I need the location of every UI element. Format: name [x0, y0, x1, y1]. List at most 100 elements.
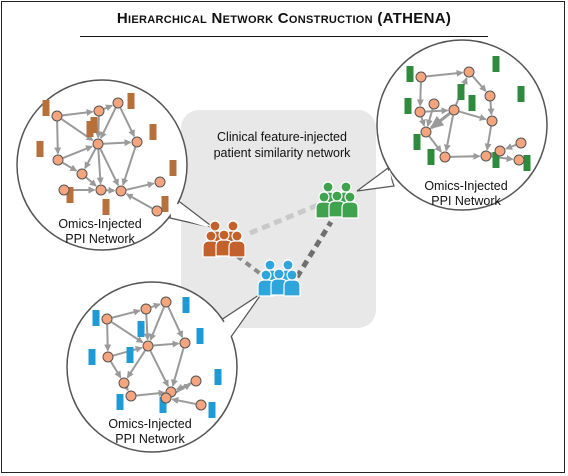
ppi-tr-edge — [425, 107, 449, 115]
ppi-tl-edge — [54, 121, 62, 155]
ppi-tl-edge — [125, 193, 153, 210]
ppi-network-top-left — [36, 93, 177, 217]
ppi-tr-protein-node — [463, 66, 475, 78]
ppi-tl-expression-bar — [149, 124, 157, 140]
ppi-tr-expression-bar — [413, 134, 421, 150]
ppi-bt-protein-node — [190, 375, 202, 387]
ppi-bt-edge — [149, 350, 169, 388]
ppi-tr-protein-node — [415, 71, 427, 83]
figure-title: Hierarchical Network Construction (ATHEN… — [116, 10, 452, 27]
ppi-tl-expression-bar — [161, 196, 169, 212]
ppi-tr-edge — [426, 109, 434, 127]
orange-group-person-icon — [202, 230, 220, 258]
ppi-tr-edge — [419, 116, 426, 127]
ppi-bt-edge — [121, 383, 129, 392]
ppi-tr-expression-bar — [492, 152, 500, 168]
ppi-tl-protein-node — [154, 176, 166, 188]
ppi-tl-edge — [119, 107, 136, 138]
ppi-bt-protein-node — [125, 390, 137, 402]
ppi-tr-edge — [443, 115, 454, 152]
ppi-bt-protein-node — [179, 337, 191, 349]
ppi-bt-edge — [126, 350, 146, 379]
ppi-bt-expression-bar — [208, 402, 216, 418]
ppi-tl-edge — [94, 116, 102, 139]
patient-group-blue-icon — [257, 259, 301, 297]
ppi-top-right-label-line2: PPI Network — [431, 194, 501, 208]
ppi-bt-expression-bar — [137, 321, 145, 337]
ppi-bt-expression-bar — [92, 310, 100, 326]
ppi-bt-protein-node — [118, 377, 130, 389]
blue-group-person-icon — [257, 269, 275, 297]
ppi-bt-edge — [167, 306, 184, 339]
ppi-bt-edge — [110, 361, 122, 379]
ppi-bt-edge — [104, 324, 112, 352]
ppi-network-bottom — [88, 296, 222, 418]
ppi-network-top-right — [404, 56, 531, 171]
ppi-tr-expression-bar — [404, 98, 412, 114]
ppi-bt-expression-bar — [214, 369, 222, 385]
ppi-tr-protein-node — [428, 98, 440, 110]
ppi-bt-edge — [150, 302, 161, 310]
ppi-tl-protein-node — [115, 185, 127, 197]
ppi-tl-expression-bar — [66, 187, 74, 203]
ppi-tl-edge — [103, 104, 113, 112]
ppi-top-left-label-line2: PPI Network — [65, 232, 135, 246]
ppi-bt-protein-node — [140, 303, 152, 315]
ppi-top-left-label-line1: Omics-Injected — [58, 217, 141, 231]
ppi-tr-edge — [429, 112, 451, 130]
ppi-tl-edge — [62, 145, 93, 159]
ppi-tl-expression-bar — [127, 93, 135, 109]
ppi-tr-expression-bar — [523, 155, 531, 171]
patient-group-orange-icon — [202, 220, 246, 258]
ppi-tl-edge — [126, 181, 155, 191]
ppi-bt-edge — [111, 321, 144, 344]
ppi-tl-expression-bar — [42, 100, 50, 116]
blue-group-person-icon — [270, 268, 288, 296]
ppi-tr-edge — [471, 75, 487, 92]
callout-top-right — [356, 39, 548, 211]
ppi-bt-protein-node — [142, 340, 154, 352]
ppi-tl-protein-node — [112, 97, 124, 109]
ppi-tl-expression-bar — [102, 199, 110, 215]
ppi-bt-expression-bar — [159, 397, 167, 413]
ppi-tl-expression-bar — [36, 141, 44, 157]
ppi-tr-edge — [450, 152, 481, 160]
ppi-tr-edge — [426, 69, 464, 78]
ppi-bt-protein-node — [160, 296, 172, 308]
ppi-tr-protein-node — [414, 106, 426, 118]
ppi-tl-edge — [62, 161, 78, 172]
patient-network-label-line1: Clinical feature-injected — [217, 130, 347, 144]
ppi-bt-protein-node — [160, 392, 172, 404]
ppi-tl-protein-node — [95, 184, 107, 196]
ppi-tl-edge — [84, 148, 97, 170]
ppi-tl-protein-node — [58, 184, 70, 196]
ppi-tl-expression-bar — [169, 160, 177, 176]
ppi-tl-protein-node — [52, 154, 64, 166]
ppi-tr-expression-bar — [427, 149, 435, 165]
patient-group-green-icon — [315, 181, 359, 219]
ppi-bt-protein-node — [195, 399, 207, 411]
ppi-tl-edge — [85, 176, 97, 187]
title-underline — [80, 36, 488, 37]
ppi-tl-protein-node — [76, 168, 88, 180]
ppi-bt-edge — [136, 389, 166, 397]
ppi-tl-protein-node — [92, 138, 104, 150]
ppi-tl-edge — [103, 139, 132, 147]
ppi-tr-edge — [484, 126, 493, 151]
ppi-tl-edge — [121, 146, 137, 186]
ppi-tr-edge — [428, 135, 442, 153]
ppi-bt-edge — [176, 382, 192, 391]
ppi-bt-protein-node — [102, 351, 114, 363]
ppi-tr-protein-node — [448, 104, 460, 116]
ppi-tr-edge — [505, 143, 517, 150]
patient-network-label-line2: patient similarity network — [214, 146, 352, 160]
ppi-bt-expression-bar — [182, 297, 190, 313]
ppi-tr-protein-node — [439, 151, 451, 163]
ppi-top-right-label-line1: Omics-Injected — [424, 179, 507, 193]
ppi-tl-edge — [99, 107, 117, 140]
patient-link-blue-green — [294, 220, 334, 279]
ppi-tl-protein-node — [51, 110, 63, 122]
ppi-bt-expression-bar — [126, 347, 134, 363]
green-group-person-icon — [341, 191, 359, 219]
